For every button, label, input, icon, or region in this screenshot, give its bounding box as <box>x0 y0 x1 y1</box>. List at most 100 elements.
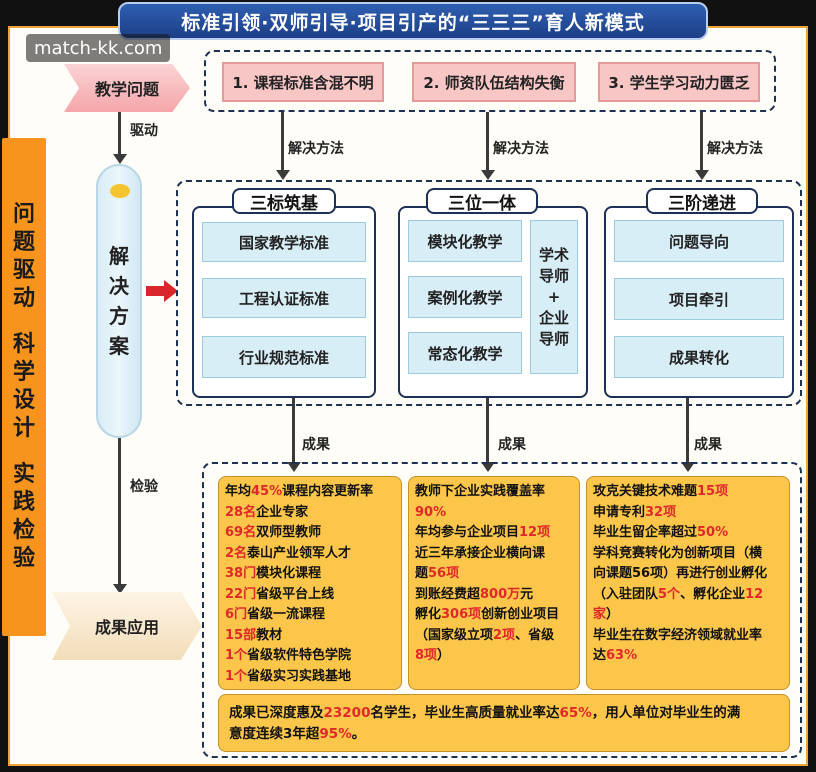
standard-item: 行业规范标准 <box>202 336 366 378</box>
result-text: ） <box>437 648 451 663</box>
highlight-value: 22门 <box>225 586 257 602</box>
solution-char: 方 <box>109 304 129 328</box>
sidebar-char: 验 <box>12 546 35 571</box>
result-text: 成果已深度惠及 <box>229 705 324 721</box>
result-text: 省级软件特色学院 <box>247 648 352 663</box>
problems-container <box>204 50 776 112</box>
arrow-down-icon <box>287 462 301 472</box>
result-line: 成果已深度惠及23200名学生，毕业生高质量就业率达65%，用人单位对毕业生的满 <box>229 703 779 724</box>
result-text: 近三年承接企业横向课 <box>415 545 546 561</box>
arrow-down-icon <box>481 462 495 472</box>
arrow-down-icon <box>113 154 127 164</box>
method-label: 解决方法 <box>288 141 344 157</box>
result-application-tag: 成果应用 <box>52 592 202 660</box>
highlight-value: 56项 <box>428 566 460 581</box>
results-container <box>202 462 802 758</box>
highlight-value: 5个 <box>658 586 681 602</box>
result-line: （入驻团队5个、孵化企业12 <box>593 585 783 606</box>
watermark: match-kk.com <box>26 34 171 62</box>
mentor-text: 导师 <box>538 266 569 285</box>
sidebar-char: 科 <box>12 332 35 357</box>
highlight-value: 306项 <box>441 607 482 622</box>
result-line: 到账经费超800万元 <box>415 585 573 606</box>
result-line: 69名双师型教师 <box>225 523 395 544</box>
result-line: 学科竞赛转化为创新项目（横 <box>593 544 783 565</box>
connector-line <box>486 112 489 172</box>
highlight-value: 63% <box>606 648 638 663</box>
result-text: 题 <box>415 566 429 581</box>
solution-char: 决 <box>109 274 129 298</box>
result-line: 毕业生在数字经济领域就业率 <box>593 626 783 647</box>
result-text: 毕业生留企率超过 <box>593 525 698 540</box>
highlight-value: 1个 <box>225 668 248 684</box>
problem-box: 2. 师资队伍结构失衡 <box>412 62 576 102</box>
highlight-value: 6门 <box>225 607 248 622</box>
highlight-value: 8项 <box>415 648 438 663</box>
highlight-value: 95% <box>319 726 352 742</box>
result-line: 题56项 <box>415 564 573 585</box>
connector-line <box>486 398 489 464</box>
teaching-item: 案例化教学 <box>408 276 522 318</box>
result-text: 意度连续3年超 <box>229 726 320 742</box>
result-text: 学科竞赛转化为创新项目（横 <box>593 545 763 561</box>
result-text: 省级一流课程 <box>247 607 326 622</box>
result-text: （入驻团队 <box>593 586 659 602</box>
highlight-value: 2名 <box>225 545 248 561</box>
result-text: 元 <box>520 586 534 602</box>
highlight-value: 2项 <box>493 627 516 643</box>
result-line: 38门模块化课程 <box>225 564 395 585</box>
result-text: 、孵化企业 <box>680 586 746 602</box>
highlight-value: 1个 <box>225 648 248 663</box>
teaching-item: 模块化教学 <box>408 220 522 262</box>
result-text: 。 <box>351 726 366 742</box>
result-text: 省级实习实践基地 <box>247 668 352 684</box>
result-text: 创新创业项目 <box>481 607 560 622</box>
stage-item: 成果转化 <box>614 336 784 378</box>
problem-box: 3. 学生学习动力匮乏 <box>598 62 760 102</box>
result-line: 90% <box>415 503 573 524</box>
connector-line <box>281 112 284 172</box>
result-line: 申请专利32项 <box>593 503 783 524</box>
result-text: 年均 <box>225 484 252 499</box>
result-line: 22门省级平台上线 <box>225 585 395 606</box>
highlight-value: 家 <box>593 607 607 622</box>
result-line: 8项） <box>415 646 573 667</box>
stage-item: 项目牵引 <box>614 278 784 320</box>
sidebar-char: 问 <box>12 202 35 227</box>
arrow-down-icon <box>681 462 695 472</box>
result-line: 攻克关键技术难题15项 <box>593 482 783 503</box>
result-line: 28名企业专家 <box>225 503 395 524</box>
mentor-text: 导师 <box>538 329 569 348</box>
teaching-problem-tag: 教学问题 <box>64 64 190 112</box>
problem-box: 1. 课程标准含混不明 <box>222 62 384 102</box>
connector-line <box>118 112 121 156</box>
highlight-value: 28名 <box>225 504 257 520</box>
result-text: 攻克关键技术难题 <box>593 484 698 499</box>
solutions-container <box>176 180 802 406</box>
drive-label: 驱动 <box>130 123 158 139</box>
check-label: 检验 <box>130 479 158 495</box>
arrow-down-icon <box>481 170 495 180</box>
highlight-value: 800万 <box>480 586 521 602</box>
result-text: 向课题56项）再进行创业孵化 <box>593 566 768 581</box>
result-text: 双师型教师 <box>256 525 322 540</box>
result-text: 课程内容更新率 <box>282 484 374 499</box>
mentor-text: + <box>547 287 561 306</box>
result-line: 近三年承接企业横向课 <box>415 544 573 565</box>
result-text: 孵化 <box>415 607 442 622</box>
highlight-value: 69名 <box>225 525 257 540</box>
result-text: ，用人单位对毕业生的满 <box>591 705 741 721</box>
sidebar-char: 驱 <box>12 258 35 283</box>
highlight-value: 23200 <box>323 705 371 721</box>
result-text: 省级平台上线 <box>256 586 335 602</box>
standard-item: 国家教学标准 <box>202 222 366 262</box>
connector-line <box>686 398 689 464</box>
result-line: 年均参与企业项目12项 <box>415 523 573 544</box>
group-title: 三标筑基 <box>232 188 336 214</box>
result-text: 申请专利 <box>593 504 646 520</box>
result-line: 教师下企业实践覆盖率 <box>415 482 573 503</box>
result-line: 达63% <box>593 646 783 667</box>
result-text: 企业专家 <box>256 504 309 520</box>
result-text: 到账经费超 <box>415 586 481 602</box>
